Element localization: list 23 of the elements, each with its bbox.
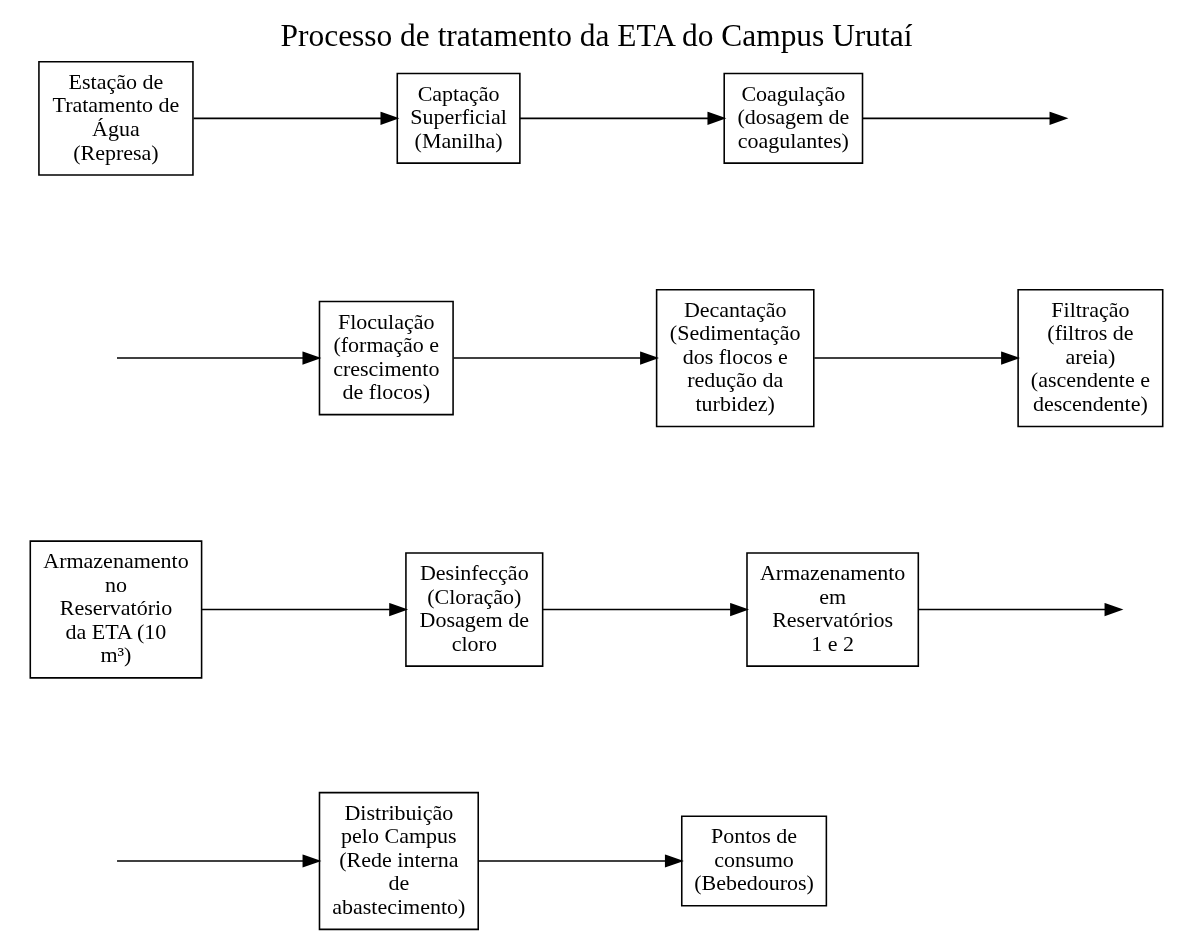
node-box: Armazenamento no Reservatório da ETA (10 m³)	[29, 540, 202, 679]
arrow	[861, 111, 1068, 125]
arrow	[115, 351, 321, 365]
arrow	[541, 602, 749, 617]
arrow	[813, 351, 1020, 365]
arrow	[452, 351, 659, 365]
arrow	[917, 602, 1123, 617]
arrow	[200, 602, 408, 617]
arrow	[192, 111, 399, 125]
node-box: Captação Superficial (Manilha)	[396, 72, 521, 164]
diagram-title: Processo de tratamento da ETA do Campus Urutaí	[280, 18, 912, 54]
node-box: Floculação (formação e crescimento de flocos)	[318, 300, 454, 416]
arrow	[518, 111, 726, 125]
node-box: Pontos de consumo (Bebedouros)	[680, 815, 827, 907]
node-box: Estação de Tratamento de Água (Represa)	[37, 61, 194, 176]
node-box: Coagulação (dosagem de coagulantes)	[722, 72, 863, 164]
node-box: Desinfecção (Cloração) Dosagem de cloro	[404, 552, 543, 667]
arrow	[115, 854, 321, 868]
node-box: Decantação (Sedimentação dos flocos e redução da turbidez)	[655, 288, 815, 428]
arrow	[477, 854, 684, 868]
node-box: Filtração (filtros de areia) (ascendente e descendente)	[1016, 288, 1163, 428]
node-box: Armazenamento em Reservatórios 1 e 2	[745, 552, 919, 667]
node-box: Distribuição pelo Campus (Rede interna de abastecimento)	[318, 791, 479, 931]
